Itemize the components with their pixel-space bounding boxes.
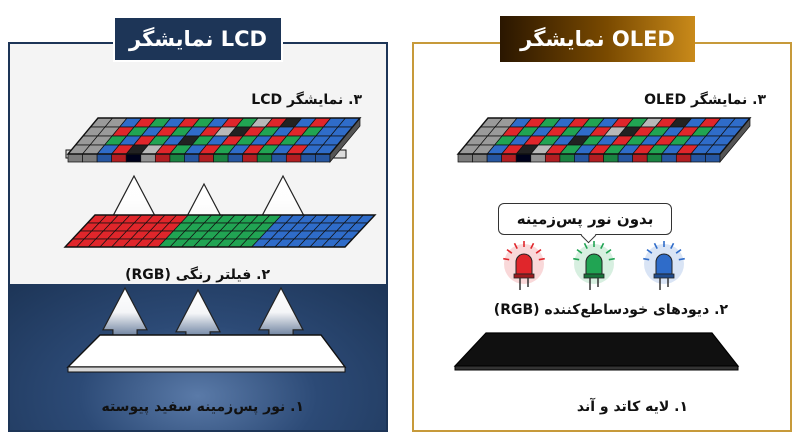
pixel-edge — [559, 153, 575, 163]
cathode-anode-layer — [453, 332, 740, 371]
pixel-edge — [184, 153, 200, 163]
led-ray — [506, 249, 513, 254]
pixel-edge — [227, 153, 244, 163]
pixel-edge — [544, 153, 561, 163]
pixel-edge — [705, 153, 721, 163]
led-ray — [583, 242, 588, 249]
led-ray — [600, 242, 605, 249]
oled-display-label: ۳. نمایشگر OLED — [644, 92, 766, 108]
pixel-edge — [603, 153, 619, 163]
pixel-edge — [300, 153, 316, 163]
led-ray — [503, 257, 510, 261]
led-green-icon — [573, 241, 615, 290]
pixel-edge — [661, 153, 677, 163]
filter-outline — [63, 214, 377, 248]
pixel-edge — [472, 153, 488, 163]
led-base — [583, 273, 605, 279]
led-ray — [535, 249, 542, 254]
rgb-color-filter — [63, 214, 377, 248]
led-base — [513, 273, 535, 279]
lcd-pixel-grid — [65, 117, 362, 163]
lcd-filter-label: ۲. فیلتر رنگی (RGB) — [125, 267, 270, 283]
pixel-edge — [501, 153, 517, 163]
pixel-edge — [574, 153, 590, 163]
led-ray — [530, 242, 535, 249]
backlight-edge — [67, 366, 346, 373]
led-ray — [675, 249, 682, 254]
led-ray — [678, 257, 685, 261]
pixel-edge — [242, 153, 258, 163]
pixel-edge — [675, 153, 692, 163]
oled-pixel-grid — [456, 117, 752, 163]
led-body — [655, 253, 673, 275]
pixel-edge — [515, 153, 532, 163]
led-ray — [576, 249, 583, 254]
oled-title: نمایشگر OLED — [500, 16, 695, 62]
lcd-backlight-label: ۱. نور پس‌زمینه سفید پیوسته — [101, 399, 304, 415]
pixel-edge — [646, 153, 663, 163]
lcd-title: نمایشگر LCD — [113, 16, 283, 62]
pixel-edge — [82, 153, 98, 163]
pixel-edge — [530, 153, 546, 163]
up-arrow-icon — [175, 288, 221, 343]
led-red-icon — [503, 241, 545, 290]
pixel-edge — [125, 153, 142, 163]
pixel-edge — [588, 153, 604, 163]
rgb-leds — [503, 241, 685, 290]
pixel-edge — [198, 153, 214, 163]
pixel-edge — [96, 153, 113, 163]
pixel-edge — [67, 153, 83, 163]
cathode-top — [453, 332, 740, 367]
pixel-edge — [154, 153, 171, 163]
pixel-edge — [457, 153, 473, 163]
pixel-edge — [213, 153, 229, 163]
oled-grid-outline — [456, 117, 752, 155]
pixel-edge — [690, 153, 706, 163]
led-ray — [513, 242, 518, 249]
led-ray — [646, 249, 653, 254]
up-arrow-icon — [258, 286, 304, 343]
pixel-edge — [140, 153, 156, 163]
lcd-arrows-lower — [102, 286, 304, 343]
led-blue-icon — [643, 241, 685, 290]
backlight-top — [66, 334, 347, 368]
cathode-edge — [454, 365, 739, 371]
white-backlight-plate — [66, 334, 347, 373]
led-ray — [605, 249, 612, 254]
lcd-grid-outline — [66, 117, 362, 155]
led-ray — [608, 257, 615, 261]
lcd-display-label: ۳. نمایشگر LCD — [251, 92, 362, 108]
pixel-edge — [111, 153, 127, 163]
up-arrow-icon — [102, 286, 148, 343]
oled-diodes-label: ۲. دیودهای خودساطع‌کننده (RGB) — [493, 302, 728, 318]
pixel-edge — [169, 153, 185, 163]
oled-cathode-label: ۱. لایه کاتد و آند — [576, 399, 688, 415]
pixel-edge — [256, 153, 273, 163]
led-body — [515, 253, 533, 275]
pixel-edge — [315, 153, 331, 163]
led-ray — [653, 242, 658, 249]
led-body — [585, 253, 603, 275]
pixel-edge — [632, 153, 648, 163]
led-ray — [573, 257, 580, 261]
pixel-edge — [486, 153, 503, 163]
led-ray — [643, 257, 650, 261]
led-ray — [670, 242, 675, 249]
led-base — [653, 273, 675, 279]
pixel-edge — [271, 153, 287, 163]
pixel-edge — [285, 153, 302, 163]
pixel-edge — [617, 153, 634, 163]
led-ray — [538, 257, 545, 261]
no-backlight-callout: بدون نور پس‌زمینه — [498, 203, 672, 235]
